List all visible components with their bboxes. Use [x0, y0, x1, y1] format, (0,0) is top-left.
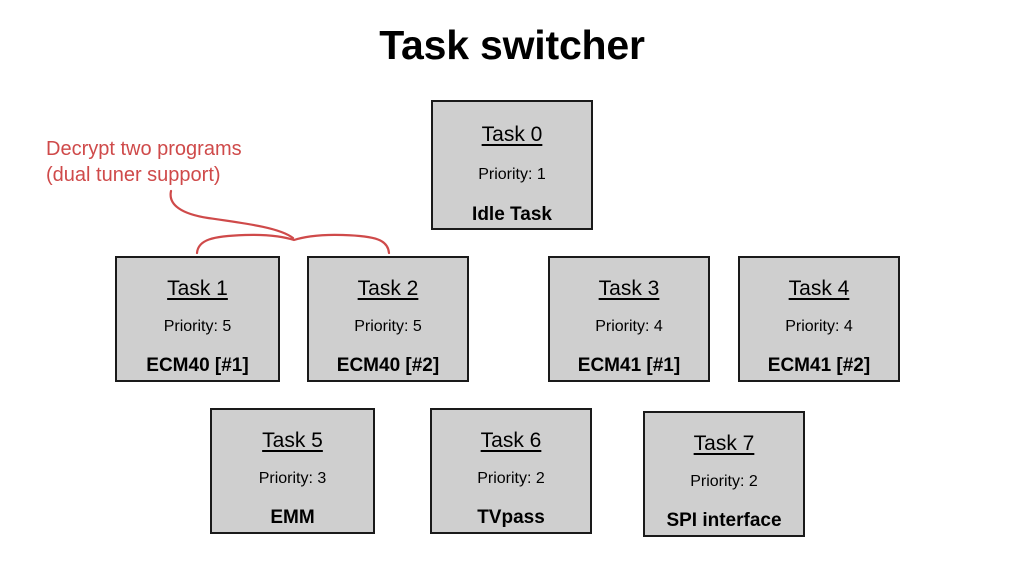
task-box-task-4[interactable]: Task 4 Priority: 4 ECM41 [#2] — [738, 256, 900, 382]
task-priority: Priority: 2 — [690, 473, 758, 490]
task-title: Task 3 — [598, 277, 660, 300]
task-title: Task 2 — [357, 277, 419, 300]
task-name: TVpass — [477, 507, 545, 528]
task-priority: Priority: 3 — [258, 470, 327, 487]
task-title: Task 0 — [481, 123, 543, 146]
task-title: Task 6 — [480, 429, 542, 452]
task-box-task-0[interactable]: Task 0 Priority: 1 Idle Task — [431, 100, 593, 230]
task-title: Task 1 — [167, 277, 228, 300]
task-box-task-6[interactable]: Task 6 Priority: 2 TVpass — [430, 408, 592, 534]
task-title: Task 5 — [262, 429, 323, 452]
task-name: ECM41 [#1] — [577, 355, 681, 376]
task-title: Task 4 — [788, 277, 850, 300]
task-name: SPI interface — [666, 510, 782, 531]
task-name: ECM40 [#2] — [336, 355, 440, 376]
task-title: Task 7 — [693, 432, 755, 455]
task-priority: Priority: 1 — [478, 166, 546, 183]
task-name: Idle Task — [472, 204, 552, 225]
task-box-task-1[interactable]: Task 1 Priority: 5 ECM40 [#1] — [115, 256, 280, 382]
task-priority: Priority: 4 — [785, 318, 853, 335]
task-priority: Priority: 4 — [595, 318, 663, 335]
page-title: Task switcher — [379, 22, 645, 68]
task-name: EMM — [270, 507, 315, 528]
task-name: ECM40 [#1] — [146, 355, 249, 376]
annotation-decrypt-note: Decrypt two programs (dual tuner support… — [46, 136, 242, 188]
task-box-task-2[interactable]: Task 2 Priority: 5 ECM40 [#2] — [307, 256, 469, 382]
task-name: ECM41 [#2] — [767, 355, 871, 376]
connector-leader-curve — [169, 189, 295, 240]
task-priority: Priority: 5 — [163, 318, 232, 335]
connector-brace-arc — [195, 233, 391, 255]
task-priority: Priority: 5 — [354, 318, 422, 335]
task-priority: Priority: 2 — [477, 470, 545, 487]
annotation-line-2: (dual tuner support) — [46, 164, 221, 186]
task-box-task-3[interactable]: Task 3 Priority: 4 ECM41 [#1] — [548, 256, 710, 382]
task-box-task-7[interactable]: Task 7 Priority: 2 SPI interface — [643, 411, 805, 537]
task-box-task-5[interactable]: Task 5 Priority: 3 EMM — [210, 408, 375, 534]
annotation-line-1: Decrypt two programs — [46, 138, 242, 160]
